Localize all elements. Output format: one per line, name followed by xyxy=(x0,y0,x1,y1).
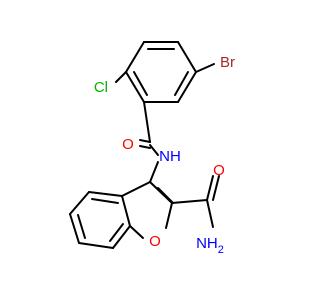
bond xyxy=(139,139,151,143)
bonds xyxy=(69,41,220,249)
atom-label-oxygen-carbonyl: O xyxy=(122,136,134,153)
bond xyxy=(206,199,214,228)
bond xyxy=(112,225,131,249)
bond xyxy=(77,214,86,239)
bond xyxy=(78,242,114,249)
molecule-canvas: Br Cl O NH O NH2 O xyxy=(69,41,235,256)
bond xyxy=(125,71,145,103)
atom-label-br: Br xyxy=(220,54,235,71)
bond xyxy=(165,202,173,229)
bond xyxy=(129,225,144,239)
bond xyxy=(177,41,197,73)
bond xyxy=(69,191,90,215)
bond xyxy=(171,199,208,204)
atom-labels: Br Cl O NH O NH2 O xyxy=(94,54,235,256)
atom-label-nh2-subscript: 2 xyxy=(218,244,224,256)
atom-label-oxygen-amide: O xyxy=(213,162,225,179)
atom-label-nh2-main: NH xyxy=(196,235,218,252)
bond xyxy=(149,144,159,156)
bond xyxy=(139,145,151,149)
atom-label-cl: Cl xyxy=(94,79,108,96)
bond xyxy=(121,195,131,227)
bond xyxy=(177,71,197,103)
bond xyxy=(88,191,123,197)
bond xyxy=(206,175,214,201)
atom-label-oxygen-furan: O xyxy=(149,233,161,250)
bond xyxy=(69,213,80,244)
bond xyxy=(91,198,119,204)
bond xyxy=(149,161,159,183)
bond xyxy=(212,175,220,201)
bond xyxy=(133,71,148,96)
bond xyxy=(125,41,145,73)
bond xyxy=(174,71,189,96)
atom-label-nh2: NH2 xyxy=(196,235,224,256)
bond xyxy=(109,223,124,242)
bond xyxy=(115,71,127,83)
bond xyxy=(143,101,151,143)
bond xyxy=(121,181,151,197)
molecule-structure: Br Cl O NH O NH2 O xyxy=(69,41,235,256)
atom-label-nh: NH xyxy=(159,148,181,165)
bond xyxy=(157,187,174,204)
bond xyxy=(195,63,215,73)
